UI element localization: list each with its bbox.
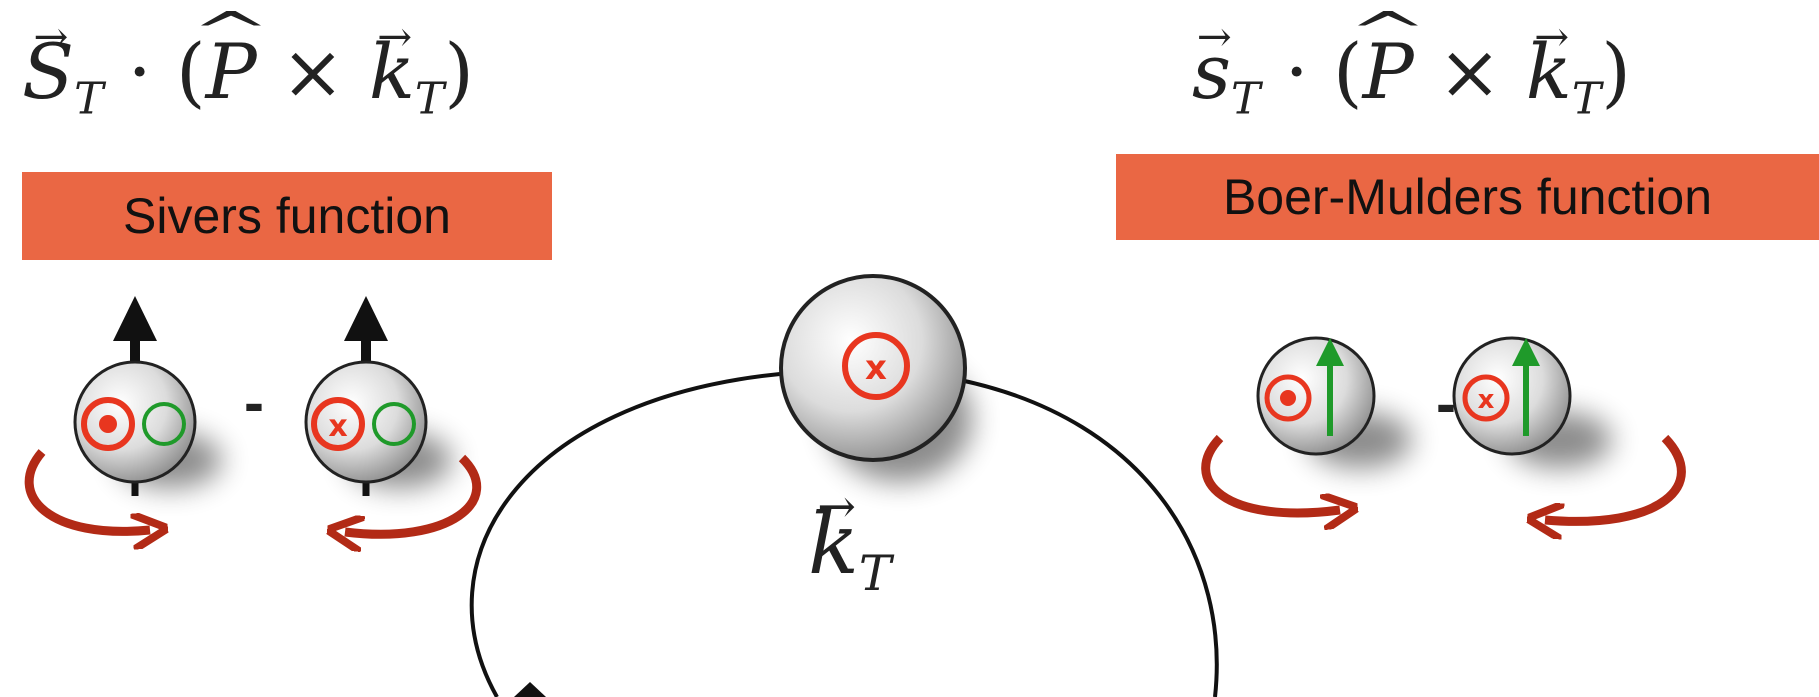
kt-vector-label: kT [808,502,891,599]
spin-up-arrow-icon [344,296,388,341]
formula-hat-var: P [206,34,257,110]
formula-k-var: k [369,34,415,110]
sivers-formula: ST · (P × kT) [22,34,474,122]
formula-vector: s [1192,34,1231,110]
formula-times: × [1438,27,1502,116]
formula-vector: S [22,34,74,110]
minus-sign-left: - [244,373,264,433]
sivers-nucleon-1 [75,296,222,496]
svg-text:x: x [328,409,347,444]
formula-close-paren: ) [1601,27,1631,116]
boer-mulders-formula: sT · (P × kT) [1192,34,1631,122]
orbit-arrow-icon [514,682,546,697]
formula-subscript: T [74,73,103,124]
svg-text:x: x [1478,385,1495,415]
sivers-label: Sivers function [22,172,552,260]
boer-mulders-quark-2: x [1454,338,1612,468]
kt-subscript: T [859,546,892,602]
formula-k-subscript: T [415,73,444,124]
spin-up-arrow-icon [113,296,157,341]
center-x-mark-icon: x [865,348,887,388]
boer-mulders-quark-1 [1258,338,1412,468]
formula-hat-var: P [1363,34,1414,110]
formula-times: × [281,27,345,116]
formula-dot: · [1285,27,1309,116]
sivers-nucleon-2: x [306,296,452,496]
formula-close-paren: ) [444,27,474,116]
kt-var: k [808,502,859,586]
boer-mulders-label: Boer-Mulders function [1116,154,1819,240]
formula-k-var: k [1526,34,1572,110]
minus-sign-right: - [1436,374,1456,434]
formula-subscript: T [1231,73,1260,124]
formula-dot: · [128,27,152,116]
formula-k-subscript: T [1572,73,1601,124]
center-quark-sphere: x [781,276,972,482]
